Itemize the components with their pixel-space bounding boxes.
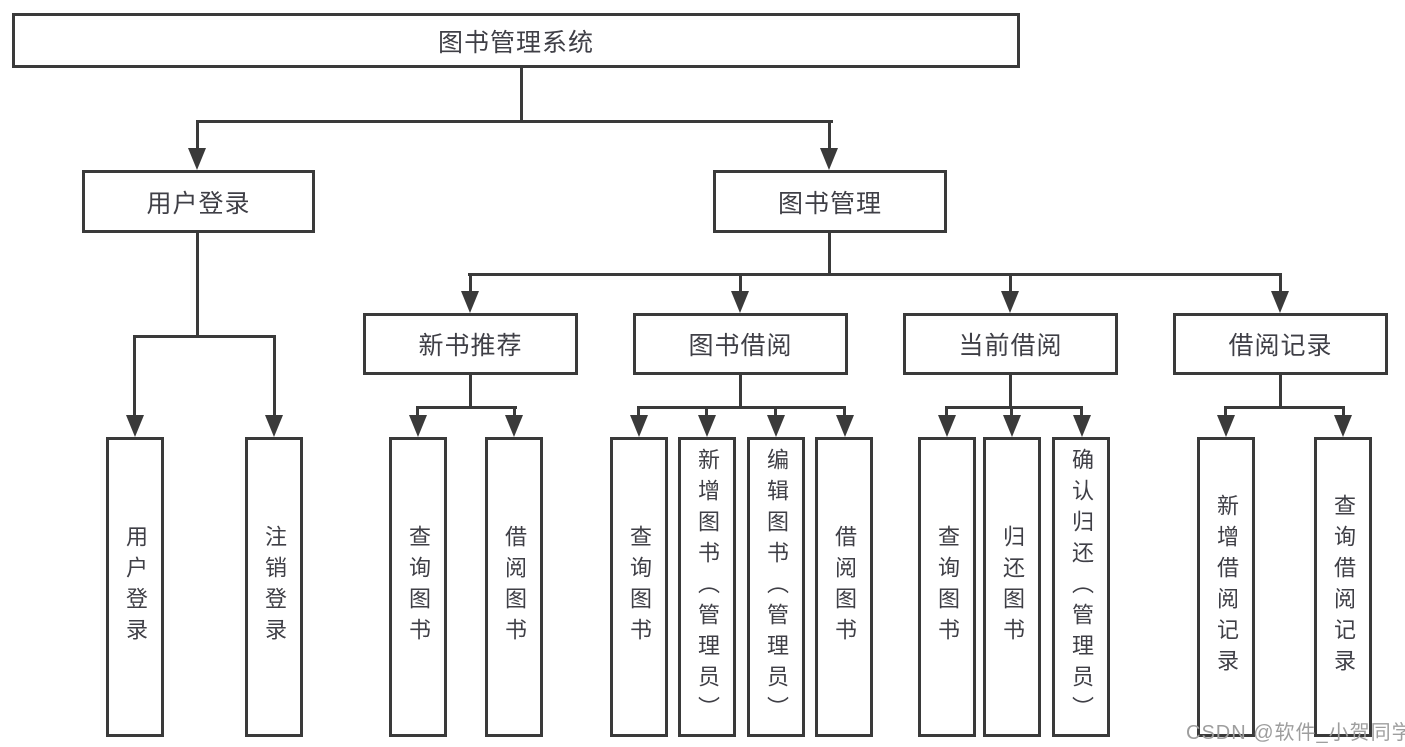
connector-group-split (945, 406, 1083, 409)
leaf-label: 归还图书 (1000, 525, 1025, 649)
arrow-down-icon (126, 415, 144, 437)
arrow-down-icon (1003, 415, 1021, 437)
connector-group-stem (1279, 375, 1282, 409)
arrow-down-icon (409, 415, 427, 437)
node-book-management: 图书管理 (713, 170, 947, 233)
connector-group-split (637, 406, 846, 409)
connector-line (273, 335, 276, 419)
node-book-borrow: 图书借阅 (633, 313, 848, 375)
connector-line (843, 406, 846, 419)
connector-line (705, 406, 708, 419)
arrow-down-icon (1334, 415, 1352, 437)
leaf-label: 借阅图书 (502, 525, 527, 649)
arrow-down-icon (767, 415, 785, 437)
arrow-down-icon (265, 415, 283, 437)
connector-login-split (133, 335, 276, 338)
node-user-login: 用户登录 (82, 170, 315, 233)
leaf-label: 查询图书 (406, 525, 431, 649)
node-current-borrow: 当前借阅 (903, 313, 1118, 375)
leaf-label: 确认归还（管理员） (1069, 447, 1094, 727)
connector-line (469, 273, 472, 295)
connector-line (196, 120, 199, 152)
leaf-label: 查询图书 (627, 525, 652, 649)
connector-line (1080, 406, 1083, 419)
leaf-user-login: 用户登录 (106, 437, 164, 737)
connector-line (133, 335, 136, 419)
arrow-down-icon (731, 291, 749, 313)
connector-mgmt-split (468, 273, 1282, 276)
connector-root-stem (520, 68, 523, 122)
leaf-borrow-books-recommend: 借阅图书 (485, 437, 543, 737)
arrow-down-icon (1073, 415, 1091, 437)
connector-group-split (1224, 406, 1345, 409)
connector-line (637, 406, 640, 419)
arrow-down-icon (630, 415, 648, 437)
connector-line (416, 406, 419, 419)
leaf-borrow-books: 借阅图书 (815, 437, 873, 737)
connector-line (739, 273, 742, 295)
leaf-return-book: 归还图书 (983, 437, 1041, 737)
leaf-query-books-recommend: 查询图书 (389, 437, 447, 737)
arrow-down-icon (1217, 415, 1235, 437)
watermark-text: CSDN @软件_小贺同学 (1186, 722, 1405, 744)
arrow-down-icon (836, 415, 854, 437)
node-library-system: 图书管理系统 (12, 13, 1020, 68)
leaf-query-borrow-record: 查询借阅记录 (1314, 437, 1372, 737)
connector-line (828, 120, 831, 152)
leaf-label: 查询图书 (935, 525, 960, 649)
leaf-label: 新增借阅记录 (1214, 494, 1239, 680)
connector-line (1342, 406, 1345, 419)
arrow-down-icon (938, 415, 956, 437)
arrow-down-icon (461, 291, 479, 313)
arrow-down-icon (1271, 291, 1289, 313)
leaf-label: 注销登录 (262, 525, 287, 649)
leaf-label: 用户登录 (123, 525, 148, 649)
arrow-down-icon (505, 415, 523, 437)
connector-login-stem (196, 233, 199, 337)
leaf-label: 查询借阅记录 (1331, 494, 1356, 680)
arrow-down-icon (1001, 291, 1019, 313)
leaf-label: 编辑图书（管理员） (764, 447, 789, 727)
arrow-down-icon (188, 148, 206, 170)
connector-line (1010, 406, 1013, 419)
connector-root-split (196, 120, 833, 123)
connector-line (1009, 273, 1012, 295)
connector-group-stem (1009, 375, 1012, 409)
node-borrow-records: 借阅记录 (1173, 313, 1388, 375)
leaf-add-book-admin: 新增图书（管理员） (678, 437, 736, 737)
connector-group-stem (739, 375, 742, 409)
leaf-confirm-return-admin: 确认归还（管理员） (1052, 437, 1110, 737)
connector-line (1224, 406, 1227, 419)
connector-group-stem (469, 375, 472, 409)
connector-line (945, 406, 948, 419)
leaf-add-borrow-record: 新增借阅记录 (1197, 437, 1255, 737)
arrow-down-icon (820, 148, 838, 170)
leaf-logout: 注销登录 (245, 437, 303, 737)
arrow-down-icon (698, 415, 716, 437)
connector-line (513, 406, 516, 419)
leaf-query-books-borrow: 查询图书 (610, 437, 668, 737)
connector-line (1279, 273, 1282, 295)
connector-group-split (416, 406, 517, 409)
leaf-query-books-current: 查询图书 (918, 437, 976, 737)
connector-line (774, 406, 777, 419)
leaf-edit-book-admin: 编辑图书（管理员） (747, 437, 805, 737)
leaf-label: 新增图书（管理员） (695, 447, 720, 727)
node-new-book-recommend: 新书推荐 (363, 313, 578, 375)
connector-mgmt-stem (828, 233, 831, 275)
leaf-label: 借阅图书 (832, 525, 857, 649)
